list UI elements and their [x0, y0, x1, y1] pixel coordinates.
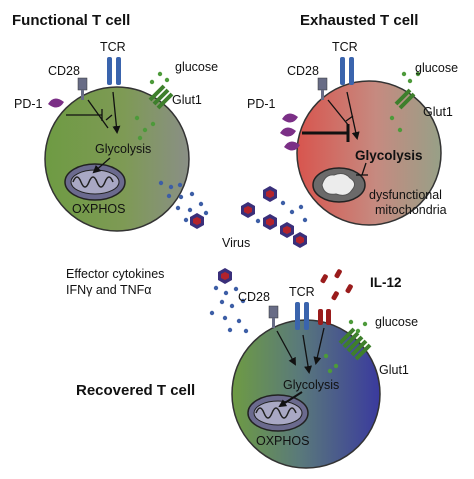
virus-icon	[293, 232, 307, 248]
dysfunctional-mitochondrion-icon	[312, 167, 366, 203]
functional-tcr-label: TCR	[100, 40, 126, 54]
functional-pd1-label: PD-1	[14, 97, 43, 111]
exhausted-glucose-label: glucose	[415, 61, 458, 75]
title-recovered: Recovered T cell	[76, 382, 195, 399]
recovered-glut1-transporter	[338, 327, 372, 361]
virus-icon	[263, 214, 277, 230]
exhausted-glucose-dots	[389, 71, 421, 133]
recovered-mitochondrion-icon	[247, 394, 309, 432]
exhausted-glut1-transporter	[394, 88, 416, 110]
cytokine-dots-lower	[209, 285, 249, 334]
functional-glucose-label: glucose	[175, 60, 218, 74]
functional-cell: TCR CD28 PD-1 glucose Glut1 Glycolysis O…	[14, 40, 218, 232]
virus-label: Virus	[222, 236, 250, 250]
functional-glut1-label: Glut1	[172, 93, 202, 107]
virus-area-dots	[255, 200, 308, 224]
functional-glut1-transporter	[148, 84, 174, 110]
virus-icon	[280, 222, 294, 238]
virus-icon	[190, 213, 204, 229]
exhausted-cd28-label: CD28	[287, 64, 319, 78]
exhausted-glycolysis-label: Glycolysis	[355, 148, 423, 163]
functional-glycolysis-label: Glycolysis	[95, 142, 151, 156]
il12-label: IL-12	[370, 275, 402, 290]
effector-cytokines-label-line2: IFNγ and TNFα	[66, 283, 152, 297]
virus-particles	[190, 186, 308, 284]
virus-icon	[218, 268, 232, 284]
recovered-tcr-label: TCR	[289, 285, 315, 299]
recovered-glycolysis-label: Glycolysis	[283, 378, 339, 392]
exhausted-tcr-label: TCR	[332, 40, 358, 54]
functional-cd28-receptor	[77, 77, 88, 100]
recovered-tcr-receptor	[295, 302, 309, 330]
exhausted-pd1-receptors	[280, 113, 300, 151]
exhausted-pd1-label: PD-1	[247, 97, 276, 111]
dysfunctional-label-line1: dysfunctional	[369, 188, 442, 202]
recovered-glut1-label: Glut1	[379, 363, 409, 377]
effector-cytokines-label-line1: Effector cytokines	[66, 267, 164, 281]
functional-glucose-dots	[134, 71, 170, 141]
recovered-cd28-label: CD28	[238, 290, 270, 304]
functional-mitochondrion-icon	[64, 163, 126, 201]
title-functional: Functional T cell	[12, 12, 130, 29]
exhausted-cell: TCR CD28 PD-1 glucose Glut1 Glycolysis d…	[247, 40, 458, 226]
recovered-oxphos-label: OXPHOS	[256, 434, 310, 448]
functional-tcr-receptor	[107, 57, 121, 85]
functional-pd1-receptor	[48, 98, 64, 108]
exhausted-glut1-label: Glut1	[423, 105, 453, 119]
virus-icon	[241, 202, 255, 218]
recovered-cd28-receptor	[268, 305, 279, 328]
functional-oxphos-label: OXPHOS	[72, 202, 126, 216]
il12-molecules	[320, 269, 353, 301]
recovered-glucose-label: glucose	[375, 315, 418, 329]
exhausted-tcr-receptor	[340, 57, 354, 85]
dysfunctional-label-line2: mitochondria	[375, 203, 447, 217]
recovered-il12-receptor	[318, 309, 331, 325]
virus-icon	[263, 186, 277, 202]
title-exhausted: Exhausted T cell	[300, 12, 418, 29]
exhausted-cd28-receptor	[317, 77, 328, 100]
functional-cd28-label: CD28	[48, 64, 80, 78]
recovered-glucose-dots	[323, 319, 368, 374]
recovered-cell: TCR CD28 glucose Glut1 Glycolysis OXPHOS	[231, 285, 418, 469]
